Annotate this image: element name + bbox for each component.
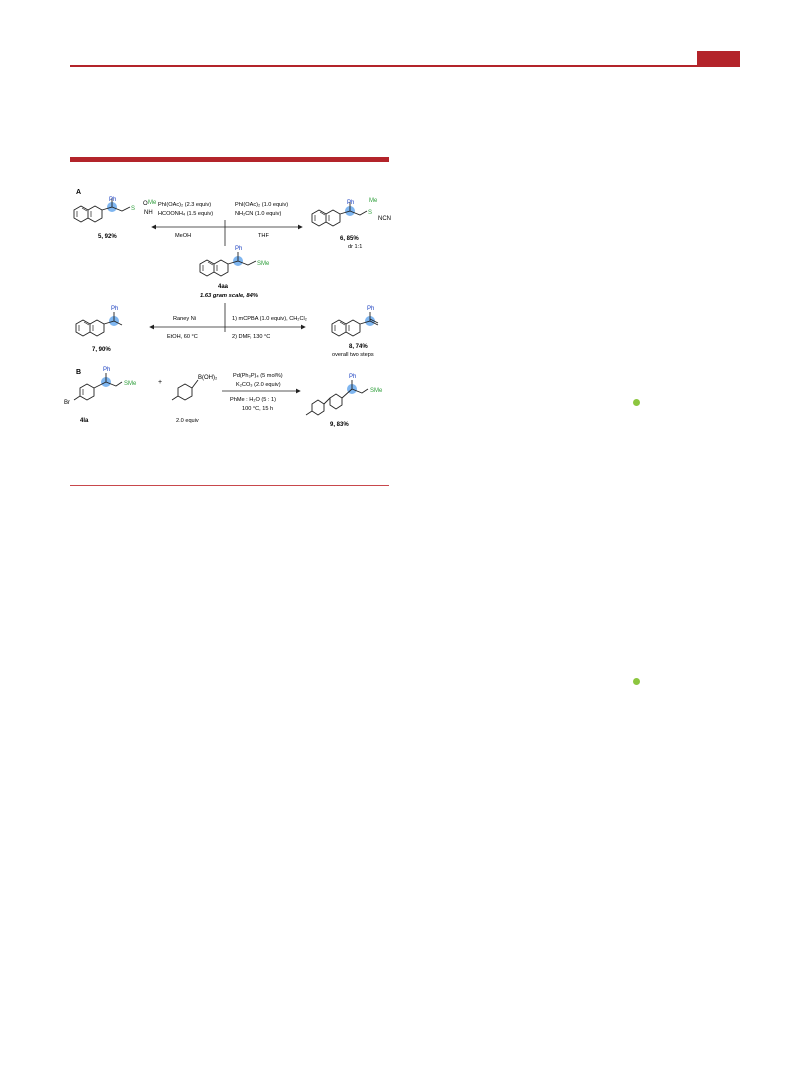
- product-8-note: overall two steps: [332, 352, 374, 358]
- dmf-step-2: 2) DMF, 130 °C: [232, 334, 270, 340]
- left-reagent-1: PhI(OAc)₂ (2.3 equiv): [158, 202, 211, 208]
- product-5-o: O: [143, 201, 148, 207]
- product-5-ph: Ph: [109, 197, 116, 203]
- panel-b-label: B: [76, 369, 81, 376]
- product-5-nh: NH: [144, 210, 153, 216]
- annotation-dot-lower[interactable]: [633, 678, 640, 685]
- product-6-dr: dr 1:1: [348, 244, 362, 250]
- substrate-4aa-scale: 1.63 gram scale, 84%: [200, 293, 258, 299]
- product-9-sme: SMe: [370, 388, 383, 394]
- product-8-ph: Ph: [367, 306, 374, 312]
- substrate-4aa-sme: SMe: [257, 261, 270, 267]
- suzuki-temp-time: 100 °C, 15 h: [242, 406, 273, 412]
- product-6-s: S: [368, 210, 372, 216]
- substrate-4aa-label: 4aa: [218, 284, 229, 290]
- substrate-4la-br: Br: [64, 400, 70, 406]
- suzuki-base: K₂CO₃ (2.0 equiv): [236, 382, 281, 388]
- product-6-me: Me: [369, 198, 378, 204]
- raney-conditions: EtOH, 60 °C: [167, 334, 198, 340]
- product-6-structure: Ph Me S NCN: [311, 198, 391, 227]
- boronic-acid-structure: B(OH)₂: [171, 375, 218, 401]
- substrate-4la-sme: SMe: [124, 381, 137, 387]
- product-5-structure: Ph O S Me NH: [73, 197, 157, 223]
- product-5-me: Me: [148, 200, 157, 206]
- figure-bottom-rule: [70, 485, 389, 486]
- product-6-ph: Ph: [347, 200, 354, 206]
- left-reagent-2: HCOONH₄ (1.5 equiv): [158, 211, 213, 217]
- substrate-4aa-ph: Ph: [235, 246, 242, 252]
- right-reagent-1: PhI(OAc)₂ (1.0 equiv): [235, 202, 288, 208]
- left-solvent: MeOH: [175, 233, 191, 239]
- substrate-4la-ph: Ph: [103, 367, 110, 373]
- boronic-acid-group: B(OH)₂: [198, 375, 218, 381]
- right-reagent-2: NH₂CN (1.0 equiv): [235, 211, 281, 217]
- product-5-s: S: [131, 206, 135, 212]
- right-solvent: THF: [258, 233, 269, 239]
- product-8-structure: Ph: [331, 306, 379, 337]
- annotation-dot-upper[interactable]: [633, 399, 640, 406]
- suzuki-solvent: PhMe : H₂O (5 : 1): [230, 397, 276, 403]
- substrate-4aa-structure: Ph SMe: [199, 246, 270, 277]
- product-7-label: 7, 90%: [92, 347, 111, 353]
- product-9-structure: Ph SMe: [305, 374, 383, 416]
- product-7-structure: Ph: [75, 306, 123, 337]
- header-tab: [697, 51, 740, 66]
- substrate-4la-label: 4la: [80, 418, 89, 424]
- panel-a-label: A: [76, 189, 81, 196]
- product-5-label: 5, 92%: [98, 234, 117, 240]
- boronic-acid-equiv: 2.0 equiv: [176, 418, 199, 424]
- reaction-scheme: A B Ph O S Me NH 5, 92% PhI(OAc)₂ (2.3 e…: [64, 189, 391, 428]
- header-rule: [70, 65, 740, 67]
- raney-reagent: Raney Ni: [173, 316, 196, 322]
- plus-sign: +: [158, 379, 162, 386]
- substrate-4la-structure: Ph Br SMe: [64, 367, 137, 406]
- product-8-label: 8, 74%: [349, 344, 368, 350]
- suzuki-catalyst: Pd(Ph₃P)₄ (5 mol%): [233, 373, 283, 379]
- product-9-label: 9, 83%: [330, 422, 349, 428]
- product-7-ph: Ph: [111, 306, 118, 312]
- mcpba-step-1: 1) mCPBA (1.0 equiv), CH₂Cl₂: [232, 316, 307, 322]
- product-6-label: 6, 85%: [340, 236, 359, 242]
- figure-top-rule: [70, 157, 389, 162]
- product-6-ncn: NCN: [378, 216, 391, 222]
- product-9-ph: Ph: [349, 374, 356, 380]
